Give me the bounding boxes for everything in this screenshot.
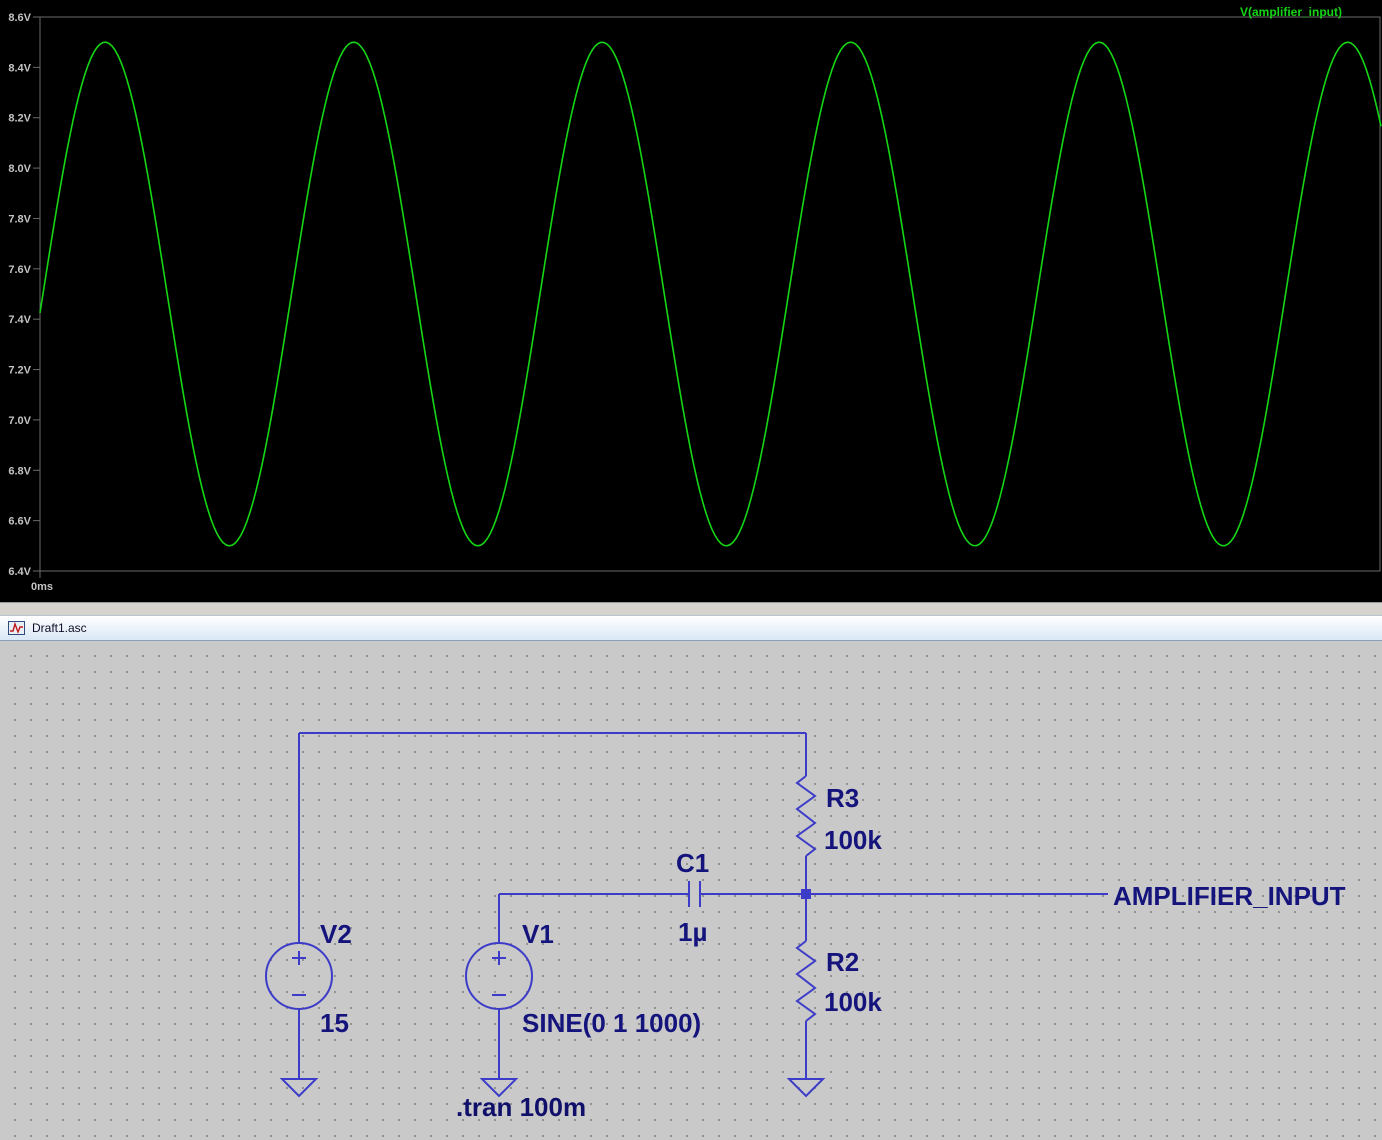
y-tick-label: 7.4V [8,314,31,326]
y-tick-label: 6.6V [8,516,31,528]
component-value[interactable]: 1µ [678,917,707,947]
component-ref[interactable]: V2 [320,919,352,949]
trace-legend-label[interactable]: V(amplifier_input) [1240,5,1342,19]
y-tick-label: 7.6V [8,264,31,276]
y-tick-label: 6.4V [8,566,31,578]
y-tick-label: 6.8V [8,465,31,477]
y-tick-label: 8.6V [8,12,31,24]
net-label-amplifier-input[interactable]: AMPLIFIER_INPUT [1113,881,1346,911]
y-tick-label: 8.2V [8,113,31,125]
waveform-trace [39,41,1382,547]
schematic-drawing[interactable]: V2 15 V1 SINE(0 1 1000) C1 1µ R3 100k [0,641,1382,1140]
component-r3-resistor[interactable]: R3 100k [795,775,882,857]
ground-symbol-r2[interactable] [786,1078,826,1098]
component-v2-voltage-source[interactable]: V2 15 [265,919,352,1038]
spice-directive[interactable]: .tran 100m [456,1092,586,1122]
pane-divider[interactable] [0,602,1382,615]
y-tick-label: 8.4V [8,62,31,74]
schematic-window-titlebar[interactable]: Draft1.asc [0,615,1382,641]
y-tick-label: 7.8V [8,213,31,225]
component-value[interactable]: 100k [824,987,882,1017]
y-tick-label: 7.0V [8,415,31,427]
component-c1-capacitor[interactable]: C1 1µ [676,848,709,947]
y-axis: 8.6V 8.4V 8.2V 8.0V 7.8V 7.6V 7.4V 7.2V 7.0V 6.8V… [8,12,40,578]
component-value[interactable]: 100k [824,825,882,855]
y-tick-label: 8.0V [8,163,31,175]
schematic-window-title: Draft1.asc [32,621,87,635]
component-ref[interactable]: R3 [826,783,859,813]
y-tick-label: 7.2V [8,365,31,377]
waveform-plot[interactable]: 8.6V 8.4V 8.2V 8.0V 7.8V 7.6V 7.4V 7.2V 7.0V 6.8V… [0,0,1382,602]
component-ref[interactable]: R2 [826,947,859,977]
ground-symbol-v1[interactable] [479,1078,519,1098]
plot-border [39,16,1381,572]
junction-node[interactable] [801,889,811,899]
component-ref[interactable]: V1 [522,919,554,949]
x-tick-label: 0ms [31,581,53,593]
ltspice-icon [8,621,25,635]
component-value[interactable]: 15 [320,1008,349,1038]
ground-symbol-v2[interactable] [279,1078,319,1098]
component-v1-voltage-source[interactable]: V1 SINE(0 1 1000) [465,919,701,1038]
component-r2-resistor[interactable]: R2 100k [795,940,882,1022]
wires[interactable] [298,732,1108,1079]
waveform-pane[interactable]: 8.6V 8.4V 8.2V 8.0V 7.8V 7.6V 7.4V 7.2V 7.0V 6.8V… [0,0,1382,602]
schematic-canvas[interactable]: V2 15 V1 SINE(0 1 1000) C1 1µ R3 100k [0,641,1382,1140]
component-value[interactable]: SINE(0 1 1000) [522,1008,701,1038]
component-ref[interactable]: C1 [676,848,709,878]
